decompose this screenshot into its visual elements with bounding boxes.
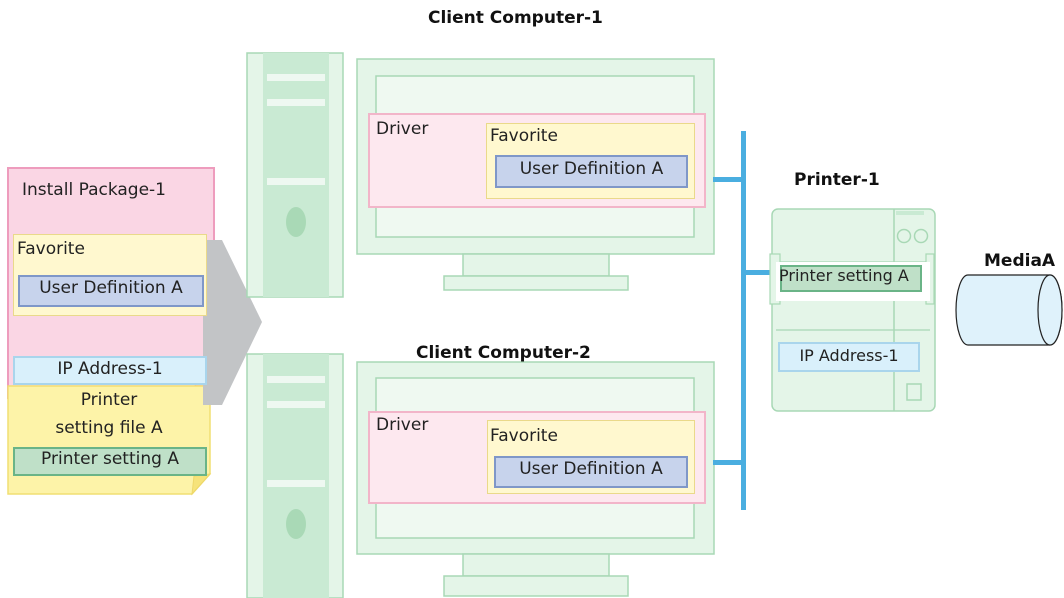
- client2-user-definition-box: [494, 456, 688, 488]
- settings-file-title-line2: setting file A: [55, 418, 163, 438]
- printer-body: [769, 208, 936, 412]
- settings-file-printer-setting-box: [13, 447, 207, 476]
- package-ip-address-label: IP Address-1: [57, 359, 163, 379]
- printer-setting-box: [780, 265, 922, 292]
- printer-title: Printer-1: [794, 170, 880, 190]
- settings-file-title-line1: Printer: [80, 390, 138, 410]
- client1-user-definition-box: [495, 155, 688, 188]
- printer-ip-address-box: [778, 342, 920, 372]
- media-title: MediaA: [984, 251, 1056, 271]
- printer-setting-label: Printer setting A: [779, 266, 909, 285]
- network-lines: [713, 131, 777, 510]
- package-user-definition-label: User Definition A: [39, 278, 183, 298]
- package-ip-address-box: [13, 356, 207, 385]
- distribution-arrow: [203, 240, 262, 405]
- client1-favorite-label: Favorite: [490, 126, 558, 146]
- client2-favorite-label: Favorite: [490, 426, 558, 446]
- client2-user-definition-label: User Definition A: [519, 459, 663, 479]
- client-computer-1-title: Client Computer-1: [428, 8, 603, 28]
- printer-ip-address-label: IP Address-1: [799, 346, 899, 365]
- client1-user-definition-label: User Definition A: [519, 159, 664, 179]
- settings-file-fold: [191, 473, 212, 496]
- client-computer-2-title: Client Computer-2: [416, 343, 591, 363]
- media-cylinder: [955, 274, 1063, 346]
- client2-driver-label: Driver: [376, 415, 429, 435]
- settings-file-printer-setting-label: Printer setting A: [41, 449, 179, 469]
- package-user-definition-box: [18, 275, 204, 307]
- package-favorite-label: Favorite: [17, 239, 85, 259]
- install-package-title: Install Package-1: [22, 180, 166, 200]
- tower-pc-2: [246, 353, 344, 598]
- tower-pc-1: [246, 52, 344, 298]
- client1-driver-label: Driver: [376, 119, 429, 139]
